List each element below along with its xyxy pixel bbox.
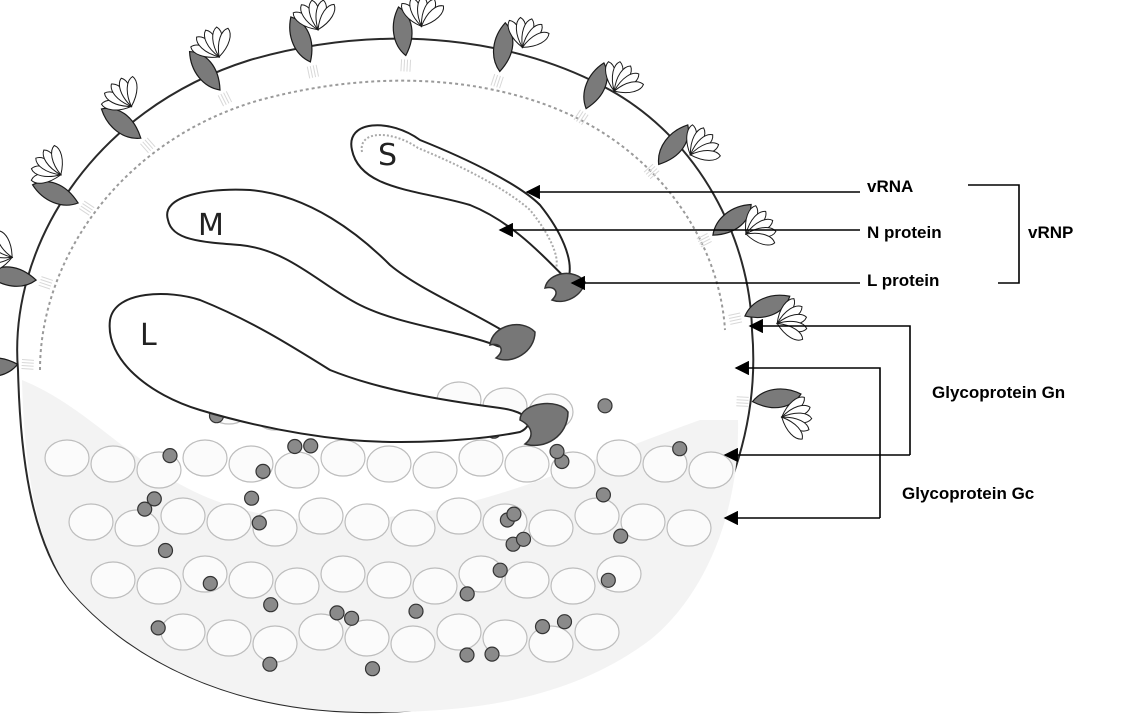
matrix-blob [413, 452, 457, 488]
matrix-blob [91, 446, 135, 482]
vrnp-label: vRNP [1028, 223, 1073, 242]
matrix-blob [115, 510, 159, 546]
matrix-blob [529, 510, 573, 546]
gc-leaf [0, 356, 18, 378]
matrix-blob [161, 614, 205, 650]
matrix-blob [391, 626, 435, 662]
matrix-blob [597, 556, 641, 592]
matrix-blob [505, 446, 549, 482]
membrane-tick [736, 403, 748, 404]
membrane-tick [737, 400, 749, 401]
matrix-blob [45, 440, 89, 476]
matrix-dot [460, 648, 474, 662]
segment-l-label: L [140, 318, 157, 353]
matrix-dot [304, 439, 318, 453]
matrix-dot [558, 615, 572, 629]
matrix-dot [673, 442, 687, 456]
matrix-blob [367, 446, 411, 482]
matrix-dot [409, 604, 423, 618]
matrix-dot [263, 657, 277, 671]
matrix-blob [689, 452, 733, 488]
matrix-dot [598, 399, 612, 413]
matrix-dot [345, 611, 359, 625]
matrix-dot [245, 491, 259, 505]
matrix-blob [229, 562, 273, 598]
matrix-dot [601, 573, 615, 587]
matrix-blob [413, 568, 457, 604]
matrix-blob [459, 440, 503, 476]
matrix-blob [137, 568, 181, 604]
matrix-blob [275, 568, 319, 604]
matrix-blob [161, 498, 205, 534]
matrix-blob [551, 568, 595, 604]
segment-m-label: M [198, 208, 224, 243]
n-protein-label: N protein [867, 223, 942, 242]
matrix-blob [575, 614, 619, 650]
matrix-blob [321, 440, 365, 476]
matrix-dot [550, 445, 564, 459]
matrix-blob [321, 556, 365, 592]
matrix-dot [536, 620, 550, 634]
matrix-dot [256, 464, 270, 478]
membrane-tick [737, 397, 749, 398]
matrix-blob [183, 440, 227, 476]
vrnp-bracket [968, 185, 1019, 283]
matrix-blob [345, 504, 389, 540]
matrix-dot [151, 621, 165, 635]
matrix-dot [596, 488, 610, 502]
matrix-dot [614, 529, 628, 543]
matrix-blob [299, 498, 343, 534]
matrix-dot [493, 563, 507, 577]
matrix-dot [252, 516, 266, 530]
matrix-dot [366, 662, 380, 676]
matrix-blob [667, 510, 711, 546]
membrane-tick [410, 60, 411, 72]
membrane-tick [407, 60, 408, 72]
matrix-dot [159, 544, 173, 558]
matrix-dot [460, 587, 474, 601]
matrix-blob [275, 452, 319, 488]
matrix-dot [203, 577, 217, 591]
matrix-blob [437, 498, 481, 534]
matrix-dot [507, 507, 521, 521]
gc-bracket-arrow-1 [736, 368, 880, 518]
matrix-blob [505, 562, 549, 598]
matrix-blob [253, 626, 297, 662]
matrix-dot [517, 532, 531, 546]
matrix-blob [207, 504, 251, 540]
matrix-blob [91, 562, 135, 598]
glycoprotein-gn-label: Glycoprotein Gn [932, 383, 1065, 402]
membrane-tick [404, 59, 405, 71]
vrna-label: vRNA [867, 177, 913, 196]
matrix-blob [597, 440, 641, 476]
segment-s-label: S [378, 138, 397, 173]
matrix-dot [485, 647, 499, 661]
matrix-dot [330, 606, 344, 620]
matrix-dot [288, 440, 302, 454]
matrix-blob [367, 562, 411, 598]
matrix-blob [529, 626, 573, 662]
matrix-blob [391, 510, 435, 546]
matrix-dot [264, 598, 278, 612]
matrix-blob [69, 504, 113, 540]
matrix-blob [575, 498, 619, 534]
matrix-blob [437, 614, 481, 650]
matrix-dot [163, 449, 177, 463]
l-protein-label: L protein [867, 271, 939, 290]
membrane-tick [736, 406, 748, 407]
matrix-dot [138, 502, 152, 516]
glycoprotein-gc-label: Glycoprotein Gc [902, 484, 1034, 503]
matrix-blob [207, 620, 251, 656]
membrane-tick [401, 59, 402, 71]
